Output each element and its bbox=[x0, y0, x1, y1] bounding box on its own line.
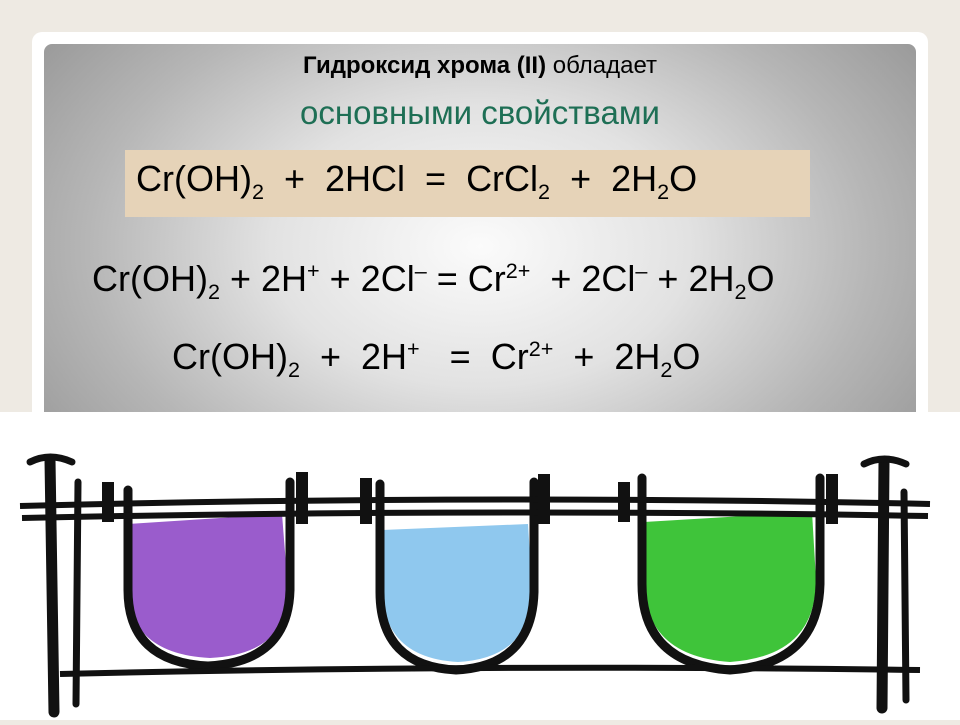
full-ionic-equation: Cr(OH)2 + 2H+ + 2Cl– = Cr2+ + 2Cl– + 2H2… bbox=[92, 258, 775, 305]
title-bold: Гидроксид хрома (II) bbox=[302, 52, 547, 79]
slide-subtitle: основными свойствами bbox=[300, 94, 660, 131]
equation-highlight-box bbox=[125, 150, 810, 217]
short-ionic-equation: Cr(OH)2 + 2H+ = Cr2+ + 2H2O bbox=[172, 336, 701, 383]
blue-solution bbox=[382, 524, 532, 662]
molecular-equation: Cr(OH)2 + 2HCl = CrCl2 + 2H2O bbox=[136, 158, 698, 205]
test-tubes-rack-icon bbox=[0, 412, 960, 720]
green-solution bbox=[644, 512, 816, 662]
slide-panel bbox=[44, 44, 916, 412]
title-rest: обладает bbox=[546, 52, 658, 79]
violet-solution bbox=[128, 514, 288, 658]
slide-title: Гидроксид хрома (II) обладает bbox=[0, 52, 960, 80]
